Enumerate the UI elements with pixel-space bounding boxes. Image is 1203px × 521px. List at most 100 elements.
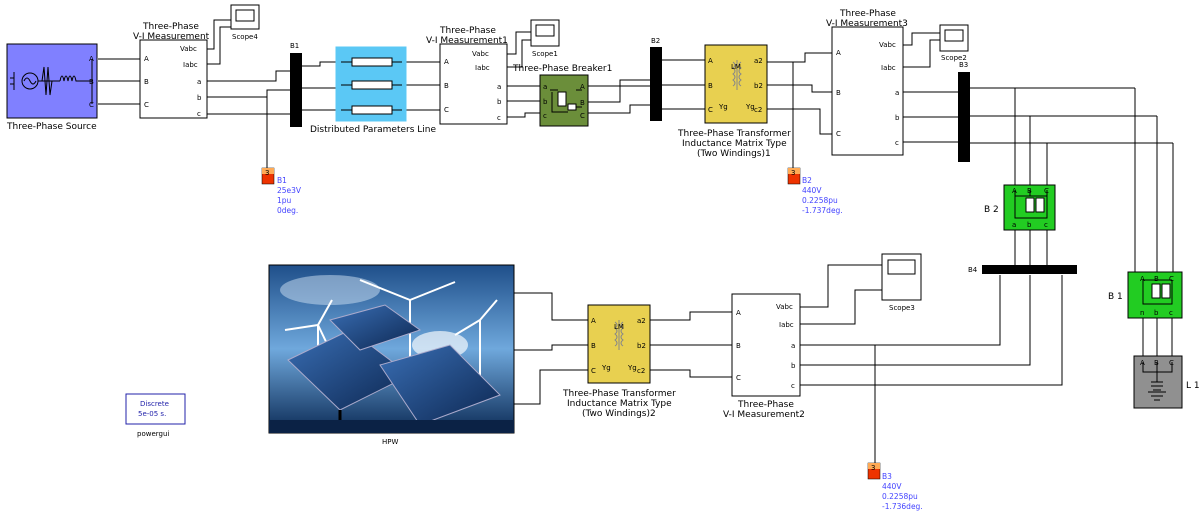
vi-measurement-2[interactable]: A B C Vabc Iabc a b c Three-Phase V-I Me… bbox=[723, 293, 805, 420]
vi-measurement[interactable]: Three-Phase V-I Measurement A B C Vabc I… bbox=[133, 22, 210, 119]
port-c: c bbox=[197, 110, 201, 118]
port-c: c bbox=[791, 382, 795, 390]
port-c2: c2 bbox=[754, 106, 762, 114]
port-B: B bbox=[1027, 187, 1032, 195]
load-l1[interactable]: A B C L 1 bbox=[1133, 355, 1200, 409]
port-vabc: Vabc bbox=[180, 45, 197, 53]
meter-b1[interactable]: 3 B1 25e3V 1pu 0deg. bbox=[261, 167, 302, 215]
load-b1[interactable]: A B C n b c B 1 bbox=[1108, 271, 1183, 319]
b3-meas-pu: 0.2258pu bbox=[882, 492, 918, 501]
bus-b4-label: B4 bbox=[968, 266, 978, 274]
three-phase-source[interactable]: A B C Three-Phase Source bbox=[6, 43, 98, 132]
scope4-label: Scope4 bbox=[232, 33, 258, 41]
port-a: a bbox=[1012, 221, 1016, 229]
vi-measurement-3[interactable]: Three-Phase V-I Measurement3 A B C Vabc … bbox=[826, 9, 908, 156]
bus-b2[interactable]: B2 bbox=[650, 37, 662, 121]
powergui-mode: Discrete bbox=[140, 400, 169, 408]
scope2[interactable]: Scope2 bbox=[939, 24, 969, 62]
line-label: Distributed Parameters Line bbox=[310, 125, 436, 135]
meter-b2[interactable]: 3 B2 440V 0.2258pu -1.737deg. bbox=[787, 167, 843, 215]
b3-meas-name: B3 bbox=[882, 472, 892, 481]
port-B: B bbox=[89, 78, 94, 86]
port-iabc: Iabc bbox=[779, 321, 794, 329]
scope1[interactable]: Scope1 bbox=[530, 19, 560, 58]
yg-left: Yg bbox=[601, 364, 611, 372]
vi-measurement-1[interactable]: Three-Phase V-I Measurement1 A B C Vabc … bbox=[426, 26, 508, 125]
port-B: B bbox=[736, 342, 741, 350]
vi1-title-2: V-I Measurement bbox=[133, 32, 210, 42]
lm-label: LM bbox=[614, 323, 624, 331]
port-iabc: Iabc bbox=[183, 61, 198, 69]
port-a: a bbox=[197, 78, 201, 86]
yg-right: Yg bbox=[627, 364, 637, 372]
b2-meas-name: B2 bbox=[802, 176, 812, 185]
scope2-label: Scope2 bbox=[941, 54, 967, 62]
bus-b1[interactable]: B1 bbox=[290, 42, 302, 127]
b2-meas-v: 440V bbox=[802, 186, 822, 195]
port-C: C bbox=[1169, 275, 1174, 283]
port-A: A bbox=[591, 317, 596, 325]
hpw-label: HPW bbox=[382, 438, 398, 446]
meter-b3[interactable]: 3 B3 440V 0.2258pu -1.736deg. bbox=[867, 462, 923, 511]
port-C: C bbox=[89, 101, 94, 109]
wires bbox=[98, 19, 1174, 463]
port-C: C bbox=[736, 374, 741, 382]
port-b2: b2 bbox=[754, 82, 763, 90]
port-C: C bbox=[144, 101, 149, 109]
port-C: C bbox=[591, 367, 596, 375]
powergui-block[interactable]: Discrete 5e-05 s. powergui bbox=[125, 393, 186, 438]
b2-meas-pu: 0.2258pu bbox=[802, 196, 838, 205]
vi4-title-1: Three-Phase bbox=[737, 400, 794, 410]
port-b: b bbox=[497, 98, 502, 106]
bus-b1-label: B1 bbox=[290, 42, 299, 50]
bus-b4[interactable]: B4 bbox=[968, 265, 1077, 274]
port-b: b bbox=[1154, 309, 1159, 317]
scope1-label: Scope1 bbox=[532, 50, 558, 58]
yg-left: Yg bbox=[718, 103, 728, 111]
b1-meas-name: B1 bbox=[277, 176, 287, 185]
port-A: A bbox=[736, 309, 741, 317]
port-B: B bbox=[836, 89, 841, 97]
port-B: B bbox=[580, 99, 585, 107]
bus-b3-label: B3 bbox=[959, 61, 968, 69]
port-B: B bbox=[1154, 275, 1159, 283]
port-c: c bbox=[1044, 221, 1048, 229]
distributed-parameters-line[interactable]: Distributed Parameters Line bbox=[310, 46, 436, 135]
port-A: A bbox=[580, 83, 585, 91]
three-phase-transformer-2[interactable]: LM Yg Yg A B C a2 b2 c2 Three-Phase Tran… bbox=[562, 304, 676, 419]
bus-b2-label: B2 bbox=[651, 37, 660, 45]
port-b: b bbox=[543, 98, 548, 106]
scope4[interactable]: Scope4 bbox=[230, 4, 260, 41]
b1-meas-deg: 0deg. bbox=[277, 206, 298, 215]
vi3-title-2: V-I Measurement3 bbox=[826, 19, 908, 29]
hpw-block[interactable]: HPW bbox=[268, 264, 515, 446]
breaker-label: Three-Phase Breaker1 bbox=[512, 64, 612, 74]
vi3-title-1: Three-Phase bbox=[839, 9, 896, 19]
b3-meas-deg: -1.736deg. bbox=[882, 502, 923, 511]
port-c: c bbox=[543, 112, 547, 120]
bus-b3[interactable]: B3 bbox=[958, 61, 970, 162]
tf2-title-3: (Two Windings)2 bbox=[582, 409, 656, 419]
port-iabc: Iabc bbox=[881, 64, 896, 72]
three-phase-transformer-1[interactable]: LM Yg Yg A B C a2 b2 c2 Three-Phase Tran… bbox=[677, 44, 791, 159]
b2-meas-deg: -1.737deg. bbox=[802, 206, 843, 215]
powergui-step: 5e-05 s. bbox=[138, 410, 166, 418]
lm-label: LM bbox=[731, 63, 741, 71]
port-A: A bbox=[708, 57, 713, 65]
port-B: B bbox=[1154, 359, 1159, 367]
port-C: C bbox=[1044, 187, 1049, 195]
powergui-label: powergui bbox=[137, 430, 169, 438]
three-phase-breaker[interactable]: a b c A B C Three-Phase Breaker1 bbox=[512, 64, 612, 127]
port-c: c bbox=[497, 114, 501, 122]
scope3-label: Scope3 bbox=[889, 304, 915, 312]
load-b2[interactable]: A B C a b c B 2 bbox=[984, 184, 1056, 231]
yg-right: Yg bbox=[745, 103, 755, 111]
tf2-title-2: Inductance Matrix Type bbox=[567, 399, 672, 409]
port-A: A bbox=[89, 55, 94, 63]
port-B: B bbox=[708, 82, 713, 90]
port-B: B bbox=[444, 82, 449, 90]
port-C: C bbox=[580, 112, 585, 120]
port-vabc: Vabc bbox=[879, 41, 896, 49]
load-b1-label: B 1 bbox=[1108, 292, 1123, 302]
scope3[interactable]: Scope3 bbox=[881, 253, 922, 312]
